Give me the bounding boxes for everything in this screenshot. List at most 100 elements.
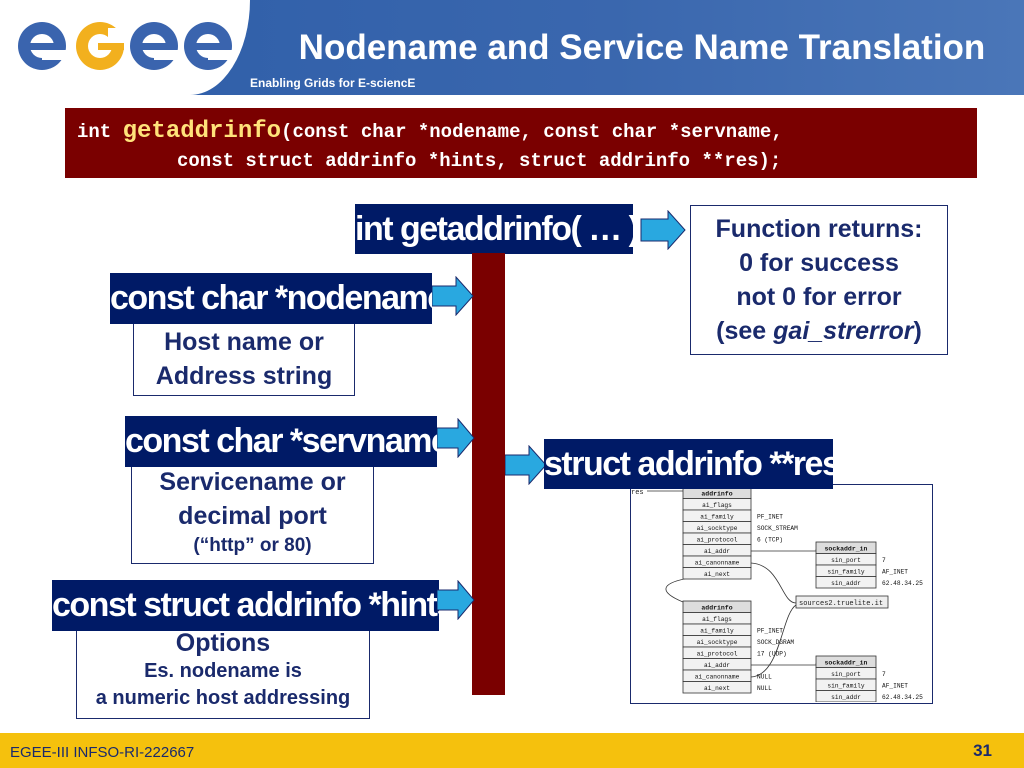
b1-row: [682, 567, 752, 580]
servname-desc-line-2: decimal port: [178, 502, 327, 530]
footer-project-id: EGEE-III INFSO-RI-222667: [10, 744, 195, 761]
nodename-desc-line-1: Host name or: [164, 328, 324, 356]
nodename-desc-box: Host name or Address string: [133, 310, 355, 396]
b1-field-label: ai_next: [704, 571, 730, 578]
logo-letter-e3: [184, 22, 234, 70]
b1-title: addrinfo: [701, 491, 732, 498]
slide-title: Nodename and Service Name Translation: [298, 28, 986, 67]
returns-line-4: (see gai_strerror): [691, 314, 947, 348]
b2-field-value: NULL: [757, 674, 772, 681]
arrow-nodename: [432, 276, 474, 316]
b2-field-label: ai_family: [700, 628, 734, 635]
slide-subtitle: Enabling Grids for E-sciencE: [250, 76, 416, 90]
servname-desc-line-3: (“http” or 80): [193, 535, 312, 556]
arrow-res: [505, 445, 547, 485]
returns-line-4-pre: (see: [716, 317, 774, 345]
returns-gai-strerror: gai_strerror: [773, 317, 914, 345]
signature-return-type: int: [77, 121, 123, 143]
hints-desc-line-2: Es. nodename is: [144, 660, 302, 682]
function-signature-box: int getaddrinfo(const char *nodename, co…: [65, 108, 977, 178]
returns-line-2: 0 for success: [739, 249, 899, 277]
s1-title: sockaddr_in: [825, 546, 868, 553]
b1-field-value: 6 (TCP): [757, 537, 783, 544]
diagram-res-label: res: [631, 489, 644, 497]
hints-desc-box: Options Es. nodename is a numeric host a…: [76, 615, 370, 719]
b2-field-label: ai_next: [704, 685, 730, 692]
sockaddr-block-1: sockaddr_in sin_port 7 sin_family AF_INETsin…: [815, 541, 923, 589]
s2-row: [815, 690, 877, 702]
b1-field-value: PF_INET: [757, 514, 783, 521]
slide-header: Nodename and Service Name Translation En…: [0, 0, 1024, 95]
signature-params-1: (const char *nodename, const char *servn…: [281, 121, 783, 143]
hints-desc-line-3: a numeric host addressing: [95, 687, 351, 709]
s2-field-label: sin_port: [831, 671, 861, 678]
label-getaddrinfo: int getaddrinfo( … ): [355, 204, 640, 254]
b2-field-value: PF_INET: [757, 628, 783, 635]
connector-canon-2: [750, 604, 797, 678]
label-hints: const struct addrinfo *hints: [52, 580, 455, 631]
s2-field-value: 7: [882, 671, 886, 678]
b2-field-label: ai_flags: [702, 616, 732, 623]
b2-field-value: NULL: [757, 685, 772, 692]
arrow-hints: [437, 580, 475, 620]
connector-addr-2: [751, 663, 817, 666]
label-nodename: const char *nodename: [110, 273, 446, 324]
b2-title: addrinfo: [701, 605, 732, 612]
b1-field-label: ai_protocol: [697, 537, 738, 544]
connector-canon-1: [750, 562, 797, 604]
s2-field-label: sin_family: [827, 683, 864, 690]
returns-line-1: Function returns:: [715, 215, 923, 243]
page-number: 31: [973, 741, 992, 760]
returns-box: Function returns: 0 for success not 0 fo…: [690, 205, 948, 355]
slide-footer: EGEE-III INFSO-RI-222667 31: [0, 733, 1024, 768]
nodename-desc-line-2: Address string: [155, 362, 333, 390]
s1-field-label: sin_addr: [831, 580, 861, 587]
addrinfo-block-1: addrinfo ai_flags ai_family PF_INET ai_sockt…: [682, 486, 798, 580]
b1-field-value: SOCK_STREAM: [757, 525, 798, 532]
addrinfo-block-2: addrinfo ai_flags ai_family PF_INET ai_sockt…: [682, 600, 794, 694]
servname-desc-box: Servicename or decimal port (“http” or 8…: [131, 450, 374, 564]
signature-line-1: int getaddrinfo(const char *nodename, co…: [77, 118, 783, 145]
logo-letter-e1: [18, 22, 68, 70]
arrow-to-returns: [640, 210, 686, 250]
s2-field-label: sin_addr: [831, 694, 861, 701]
b2-field-value: SOCK_DGRAM: [757, 639, 794, 646]
b1-field-label: ai_canonname: [695, 560, 740, 567]
b1-field-label: ai_flags: [702, 502, 732, 509]
logo-letter-g: [76, 22, 126, 70]
b2-field-label: ai_addr: [704, 662, 730, 669]
s2-field-value: AF_INET: [882, 683, 908, 690]
s1-field-value: AF_INET: [882, 569, 908, 576]
hints-desc-line-1: Options: [175, 629, 271, 657]
label-res: struct addrinfo **res: [544, 439, 841, 489]
central-bar: [472, 253, 505, 695]
b2-field-label: ai_protocol: [697, 651, 738, 658]
returns-line-4-post: ): [913, 317, 922, 345]
canonname-box: [795, 595, 889, 609]
s1-field-label: sin_port: [831, 557, 861, 564]
logo-letter-e2: [130, 22, 180, 70]
s2-field-value: 62.48.34.25: [882, 694, 923, 701]
b2-field-label: ai_socktype: [697, 639, 738, 646]
egee-logo: [18, 22, 234, 70]
b2-field-label: ai_canonname: [695, 674, 740, 681]
label-servname: const char *servname: [125, 416, 450, 467]
s1-field-value: 7: [882, 557, 886, 564]
b1-field-label: ai_addr: [704, 548, 730, 555]
canonname-text: sources2.truelite.it: [799, 600, 883, 608]
signature-function-name: getaddrinfo: [122, 118, 282, 145]
connector-addr-1: [751, 549, 817, 552]
signature-line-2: const struct addrinfo *hints, struct add…: [177, 150, 782, 172]
b1-field-label: ai_socktype: [697, 525, 738, 532]
returns-line-3: not 0 for error: [736, 283, 902, 311]
arrow-servname: [437, 418, 475, 458]
s1-field-value: 62.48.34.25: [882, 580, 923, 587]
s1-field-label: sin_family: [827, 569, 864, 576]
servname-desc-line-1: Servicename or: [159, 468, 346, 496]
s1-row: [815, 576, 877, 589]
b2-field-value: 17 (UDP): [757, 651, 787, 658]
b1-field-label: ai_family: [700, 514, 734, 521]
